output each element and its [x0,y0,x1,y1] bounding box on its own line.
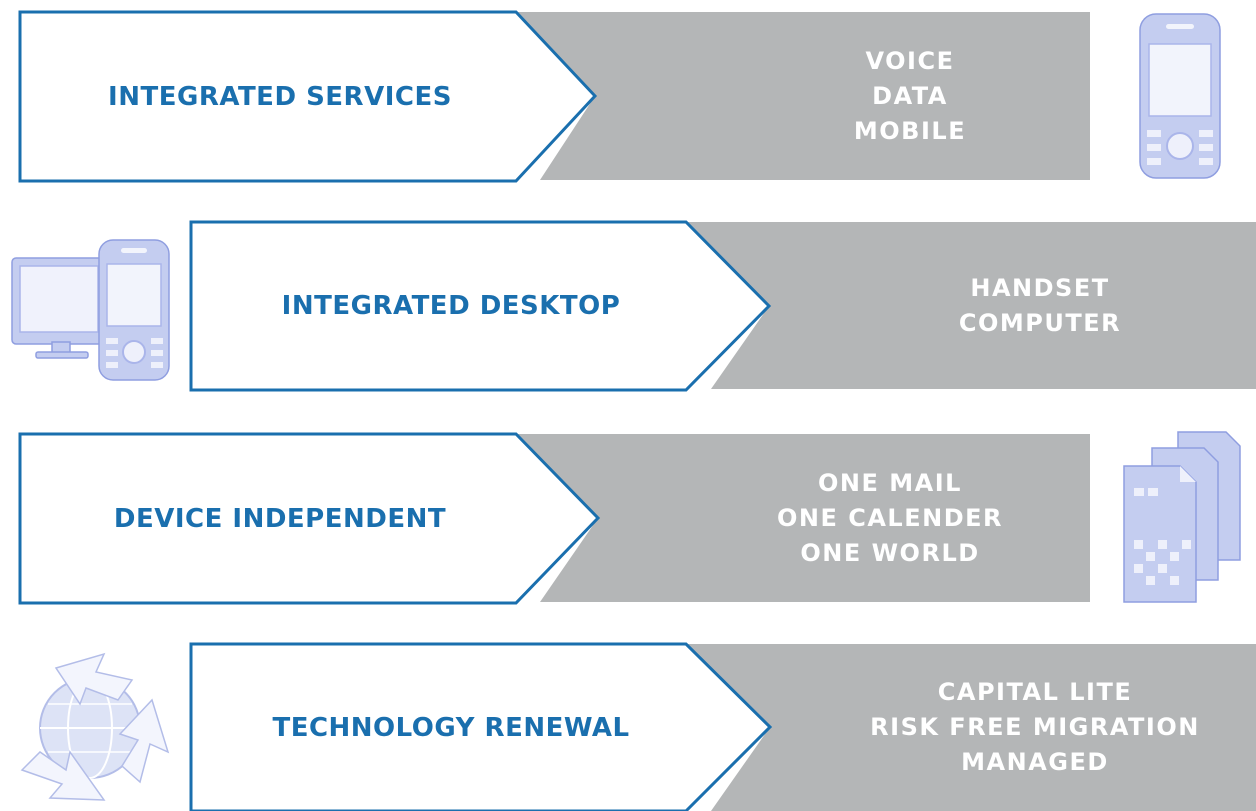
row-integrated-services [18,10,1221,183]
recycle-globe-icon [20,652,170,801]
row-4-item-1: CAPITAL LITE [937,678,1133,706]
row-1-item-1: VOICE [865,46,955,75]
row-3-arrow-shape [18,432,601,605]
row-1-item-3: MOBILE [853,116,967,145]
documents-icon [1123,431,1241,603]
row-1-gray-panel [516,12,1090,180]
row-2-item-1: HANDSET [970,273,1110,302]
row-1-items: VOICE DATA MOBILE [760,12,1060,180]
row-4-arrow-shape [189,642,773,811]
row-2-item-2: COMPUTER [958,308,1122,337]
row-3-item-2: ONE CALENDER [777,503,1003,532]
row-3-item-3: ONE WORLD [800,538,980,567]
row-3-items: ONE MAIL ONE CALENDER ONE WORLD [720,434,1060,602]
row-3-label: DEVICE INDEPENDENT [113,503,447,534]
row-4-label: TECHNOLOGY RENEWAL [272,712,630,743]
row-2-items: HANDSET COMPUTER [880,222,1200,389]
row-2-gray-panel [686,222,1256,389]
row-2-label: INTEGRATED DESKTOP [281,291,621,321]
row-4-gray-panel [686,644,1256,811]
mobile-phone-icon [1139,13,1221,179]
row-4-items: CAPITAL LITE RISK FREE MIGRATION MANAGED [830,644,1240,811]
row-2-arrow-shape [189,220,772,392]
row-3-item-1: ONE MAIL [818,468,962,497]
row-integrated-desktop [11,220,1256,392]
row-4-item-2: RISK FREE MIGRATION [870,713,1200,741]
row-device-independent [18,431,1241,605]
desktop-and-phone-icon [11,239,170,381]
row-technology-renewal [20,642,1256,811]
row-1-item-2: DATA [872,81,948,110]
row-1-label: INTEGRATED SERVICES [108,81,452,112]
row-3-gray-panel [516,434,1090,602]
row-1-arrow-shape [18,10,598,183]
row-4-item-3: MANAGED [961,748,1109,776]
